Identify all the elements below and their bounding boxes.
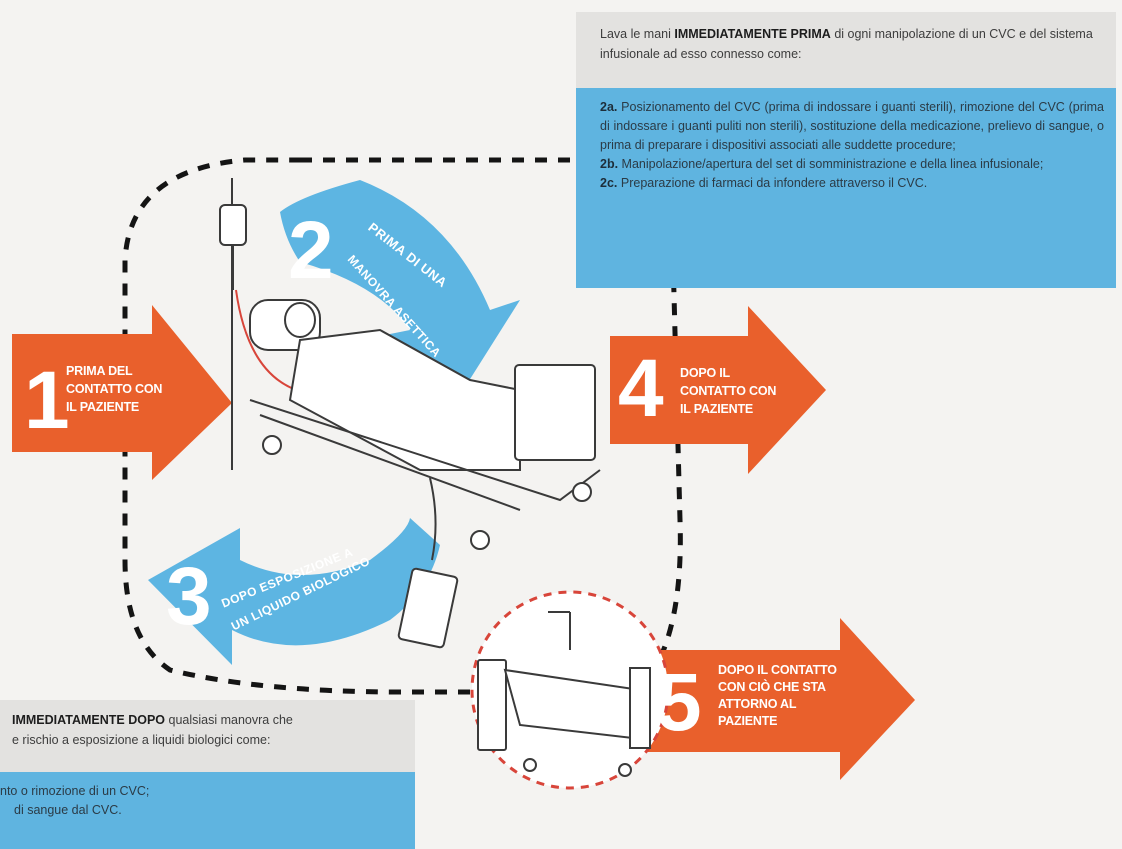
drainage-bag-illustration bbox=[397, 567, 459, 649]
moment-5-label: DOPO IL CONTATTO CON CIÒ CHE STA ATTORNO… bbox=[718, 663, 837, 728]
arrow-5-shape bbox=[648, 618, 915, 780]
after-box-body: nto o rimozione di un CVC; di sangue dal… bbox=[0, 772, 415, 849]
arrow-4-shape bbox=[610, 306, 826, 474]
before-box-body: 2a. Posizionamento del CVC (prima di ind… bbox=[576, 88, 1116, 288]
empty-bed-illustration bbox=[477, 611, 652, 777]
moment-2-number: 2 bbox=[288, 205, 334, 296]
after-item-2: di sangue dal CVC. bbox=[14, 803, 122, 817]
moment-1-number: 1 bbox=[24, 355, 70, 446]
item-2b: 2b. Manipolazione/apertura del set di so… bbox=[600, 157, 1044, 171]
arrow-1-shape bbox=[12, 305, 232, 480]
arrow-3-shape bbox=[148, 518, 440, 665]
arrow-2-shape bbox=[280, 180, 520, 395]
moment-3-number: 3 bbox=[166, 551, 212, 642]
iv-drip-illustration bbox=[219, 178, 321, 470]
after-box-header: IMMEDIATAMENTE DOPO qualsiasi manovra ch… bbox=[0, 700, 415, 772]
before-box-header: Lava le mani IMMEDIATAMENTE PRIMA di ogn… bbox=[576, 12, 1116, 88]
moment-4-number: 4 bbox=[618, 343, 664, 434]
moment-1-label: PRIMA DEL CONTATTO CON IL PAZIENTE bbox=[66, 364, 163, 414]
item-2c: 2c. Preparazione di farmaci da infondere… bbox=[600, 176, 928, 190]
moment-4-label: DOPO IL CONTATTO CON IL PAZIENTE bbox=[680, 366, 777, 416]
after-item-1: nto o rimozione di un CVC; bbox=[0, 784, 150, 798]
item-2a: 2a. Posizionamento del CVC (prima di ind… bbox=[600, 100, 1104, 152]
moment-5-number: 5 bbox=[656, 657, 702, 748]
patient-bed-illustration bbox=[249, 299, 601, 561]
